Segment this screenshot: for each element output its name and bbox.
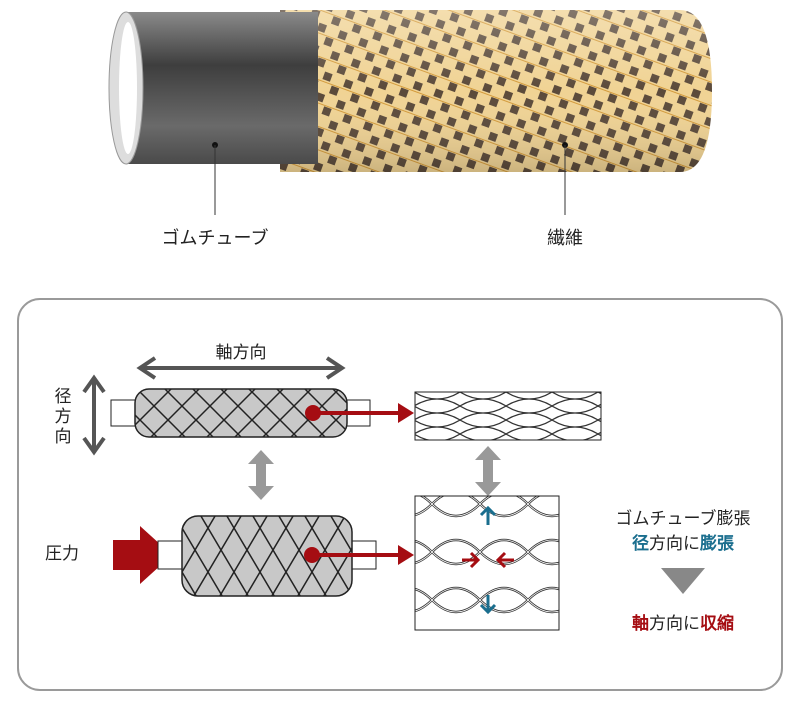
transition-arrow-icon-2 xyxy=(475,446,501,496)
axial-arrow-icon xyxy=(136,356,346,380)
mesh-relaxed xyxy=(414,391,602,441)
radial-label-3: 向 xyxy=(55,427,72,447)
radial-label-2: 方 xyxy=(55,407,72,427)
zoom-arrow-icon xyxy=(305,403,414,423)
transition-arrow-icon xyxy=(248,450,274,500)
tube-illustration: ゴムチューブ 繊維 xyxy=(108,10,712,249)
down-triangle-icon xyxy=(661,568,705,594)
axial-label: 軸方向 xyxy=(216,343,267,363)
radial-label-1: 径 xyxy=(55,387,72,407)
rubber-tube xyxy=(125,12,318,164)
zoom-arrow-icon-2 xyxy=(304,545,414,565)
pressure-label: 圧力 xyxy=(45,544,79,564)
actuator-relaxed xyxy=(110,388,371,438)
summary-line-2: 径方向に膨張 xyxy=(632,533,735,554)
summary-line-1: ゴムチューブ膨張 xyxy=(616,508,751,529)
pressure-arrow-icon xyxy=(113,526,172,584)
expand-arrows-icon xyxy=(462,505,514,615)
radial-arrow-icon xyxy=(82,374,106,456)
fiber-label: 繊維 xyxy=(547,228,583,249)
summary-line-3: 軸方向に収縮 xyxy=(632,613,734,634)
rubber-tube-label: ゴムチューブ xyxy=(162,227,269,249)
